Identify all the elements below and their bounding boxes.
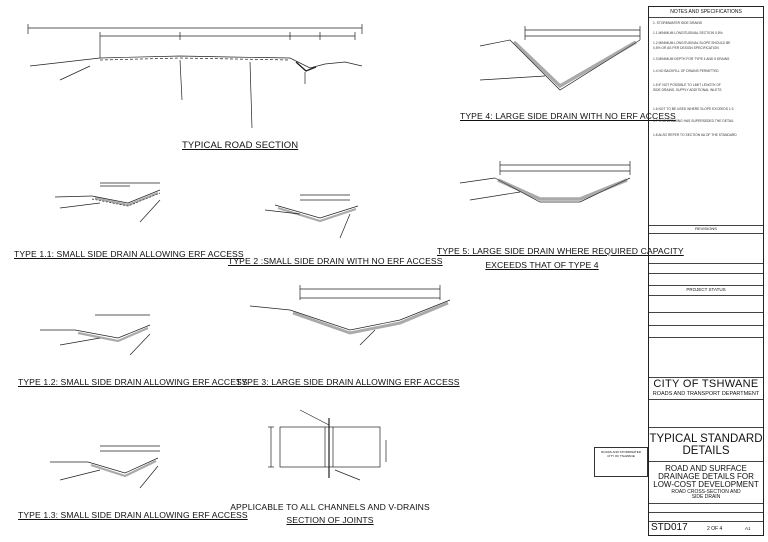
type-1-1-caption: TYPE 1.1: SMALL SIDE DRAIN ALLOWING ERF … <box>14 249 244 259</box>
title-block: NOTES AND SPECIFICATIONS 1. STORMWATER S… <box>648 6 764 536</box>
note-line: 1.1 MINIMUM LONGITUDINAL SECTION 0,5%. <box>653 31 724 35</box>
note-line: 1.5 IF NOT POSSIBLE TO LIMIT LENGTH OF <box>653 83 721 87</box>
type-1-2-drawing <box>40 314 151 356</box>
note-line: SIDE DRAINS, SUPPLY ADDITIONAL INLETS <box>653 88 722 92</box>
type-5-drawing <box>459 161 631 203</box>
note-line: 1.8 ALSO REFER TO SECTION 6A OF THE STAN… <box>653 133 737 137</box>
subtitle-line5: SIDE DRAIN <box>691 494 721 500</box>
approval-stamp: ROADS AND STORMWATER CITY OF TSHWANE <box>594 447 648 477</box>
note-line: 1. STORMWATER SIDE DRAINS <box>653 21 703 25</box>
city-name: CITY OF TSHWANE <box>653 378 759 390</box>
joints-caption-line2: SECTION OF JOINTS <box>286 515 374 525</box>
type-4-drawing <box>479 26 641 91</box>
joints-drawing <box>268 409 387 481</box>
type-3-caption: TYPE 3: LARGE SIDE DRAIN ALLOWING ERF AC… <box>236 377 460 387</box>
sheet-number: 2 OF 4 <box>707 526 723 532</box>
joints-caption-line1: APPLICABLE TO ALL CHANNELS AND V-DRAINS <box>230 502 430 512</box>
title-line1: TYPICAL STANDARD <box>649 433 763 445</box>
note-line: 1.4 NO BACKFILL OF DRAINS PERMITTED <box>653 69 719 73</box>
typical-road-section-drawing <box>27 24 363 129</box>
project-status-label: PROJECT STATUS <box>686 287 726 292</box>
subtitle-line4: ROAD CROSS-SECTION AND <box>671 489 741 495</box>
stamp-line2: CITY OF TSHWANE <box>607 454 635 458</box>
note-line: 1.6 NOT TO BE USED WHERE SLOPE EXCEEDS 1… <box>653 107 734 111</box>
note-line: 0,5% OR AS PER DESIGN SPECIFICATION <box>653 46 719 50</box>
type-5-caption-line2: EXCEEDS THAT OF TYPE 4 <box>485 260 599 270</box>
department-name: ROADS AND TRANSPORT DEPARTMENT <box>652 391 760 397</box>
note-line: 1.7 THIS DRAWING HAS SUPERSEDED THE DETA… <box>653 119 734 123</box>
notes-header: NOTES AND SPECIFICATIONS <box>670 9 742 15</box>
type-1-1-drawing <box>54 182 161 223</box>
revisions-label: REVISIONS <box>695 226 717 231</box>
typical-road-section-caption: TYPICAL ROAD SECTION <box>182 140 299 151</box>
stamp-line1: ROADS AND STORMWATER <box>601 450 641 454</box>
note-line: 1.3 MINIMUM DEPTH FOR TYPE 4 AND 5 DRAIN… <box>653 57 730 61</box>
type-1-3-caption: TYPE 1.3: SMALL SIDE DRAIN ALLOWING ERF … <box>18 510 248 520</box>
type-2-caption: TYPE 2 :SMALL SIDE DRAIN WITH NO ERF ACC… <box>228 256 443 266</box>
subtitle-line1: ROAD AND SURFACE <box>665 464 747 473</box>
subtitle-line3: LOW-COST DEVELOPMENT <box>653 480 759 489</box>
type-5-caption-line1: TYPE 5: LARGE SIDE DRAIN WHERE REQUIRED … <box>437 246 684 256</box>
subtitle-line2: DRAINAGE DETAILS FOR <box>658 472 754 481</box>
note-line: 1.2 MINIMUM LONGITUDINAL SLOPE SHOULD BE <box>653 41 731 45</box>
type-2-drawing <box>264 194 359 239</box>
type-1-3-drawing <box>50 445 160 489</box>
type-1-2-caption: TYPE 1.2: SMALL SIDE DRAIN ALLOWING ERF … <box>18 377 248 387</box>
drawing-number: STD017 <box>651 522 688 533</box>
title-line2: DETAILS <box>682 445 730 457</box>
type-3-drawing <box>249 285 451 346</box>
revision-code: A1 <box>745 526 751 531</box>
type-4-caption: TYPE 4: LARGE SIDE DRAIN WITH NO ERF ACC… <box>460 111 676 121</box>
